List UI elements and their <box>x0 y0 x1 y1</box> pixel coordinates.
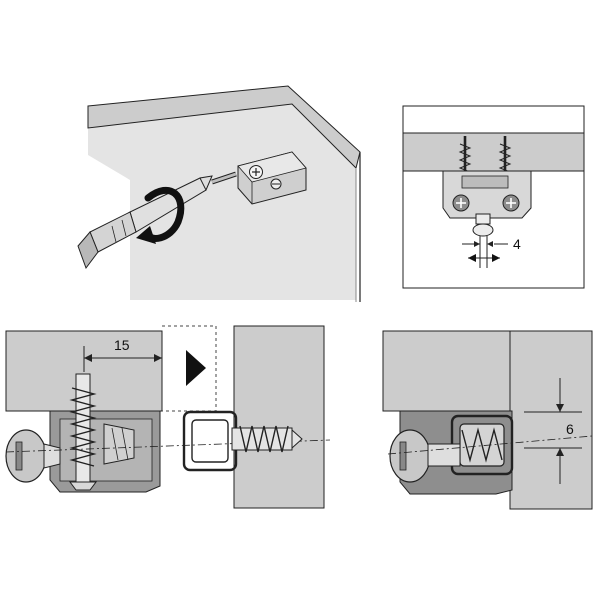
axis-line-assembled <box>387 435 593 455</box>
dowel-insert-icon <box>49 410 161 493</box>
dimension-4: 4 <box>462 236 521 268</box>
cabinet-underside <box>88 104 356 300</box>
connector-screw-icon <box>231 425 303 453</box>
insert-section-panel: 15 <box>5 325 331 509</box>
insertion-outline <box>162 325 217 412</box>
dimension-15-label: 15 <box>114 337 130 353</box>
wood-screw-icon <box>69 373 97 491</box>
screwdriver-icon <box>77 171 237 270</box>
dimension-6: 6 <box>524 378 582 484</box>
dimension-15: 15 <box>83 337 163 372</box>
side-panel-assembled <box>509 330 593 510</box>
connector-screw-icon <box>5 429 61 483</box>
board-section-assembled <box>382 330 524 412</box>
detail-board <box>402 132 585 172</box>
screwdriver-step-panel <box>77 85 361 302</box>
connector-housing-icon <box>442 170 532 237</box>
direction-arrow-icon <box>186 350 206 386</box>
side-panel <box>233 325 325 509</box>
rotate-clockwise-icon <box>136 186 185 244</box>
connector-bracket-icon <box>237 151 307 205</box>
connector-screw-icon <box>389 429 461 483</box>
dowel-insert-icon <box>182 410 238 472</box>
assembled-section-panel: 6 <box>382 330 593 510</box>
axis-line <box>5 439 331 453</box>
dimension-6-label: 6 <box>566 421 574 437</box>
adjustment-arrows-icon <box>468 254 500 262</box>
dimension-4-label: 4 <box>513 236 521 252</box>
front-view-detail-panel: 4 <box>402 105 585 289</box>
